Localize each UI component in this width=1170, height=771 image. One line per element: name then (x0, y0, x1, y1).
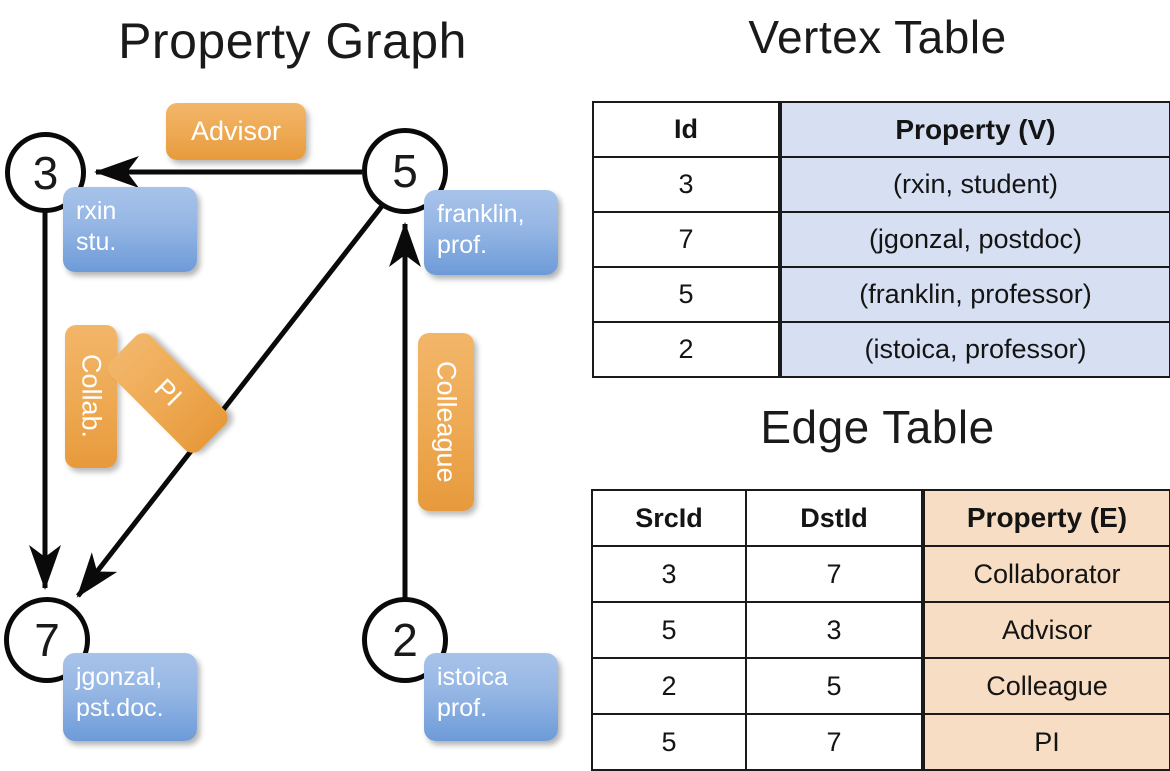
edge-table-col-dstid: DstId (745, 489, 924, 547)
vertex-cell-id: 5 (592, 266, 781, 323)
graph-node-2-label: 2 (392, 614, 418, 666)
page-title-vertex-table: Vertex Table (748, 11, 1007, 63)
graph-node-5[interactable]: 5 (362, 128, 448, 214)
page-title-edge-table: Edge Table (760, 401, 995, 453)
node-property-3-line2: stu. (76, 228, 117, 257)
vertex-table-header-row: Id Property (V) (592, 101, 1170, 158)
edge-cell-dst: 7 (745, 713, 924, 771)
edge-cell-src: 5 (591, 601, 747, 659)
vertex-cell-property: (rxin, student) (778, 156, 1170, 213)
node-property-box-7[interactable]: jgonzal, pst.doc. (63, 653, 197, 741)
edge-cell-property: Colleague (921, 657, 1170, 715)
table-row[interactable]: 7 (jgonzal, postdoc) (592, 211, 1170, 268)
vertex-cell-id: 7 (592, 211, 781, 268)
graph-node-3-label: 3 (32, 146, 59, 199)
edge-cell-src: 2 (591, 657, 747, 715)
edge-cell-dst: 5 (745, 657, 924, 715)
edge-table-col-property: Property (E) (921, 489, 1170, 547)
edge-cell-property: Collaborator (921, 545, 1170, 603)
edge-cell-dst: 3 (745, 601, 924, 659)
edge-cell-src: 5 (591, 713, 747, 771)
edge-label-pi-text: PI (148, 373, 188, 413)
table-row[interactable]: 2 (istoica, professor) (592, 321, 1170, 378)
table-row[interactable]: 5 7 PI (591, 713, 1170, 771)
vertex-cell-property: (jgonzal, postdoc) (778, 211, 1170, 268)
edge-label-collab-text: Collab. (76, 354, 107, 439)
edge-cell-dst: 7 (745, 545, 924, 603)
vertex-table-col-id: Id (592, 101, 781, 158)
node-property-5-line2: prof. (437, 231, 488, 260)
edge-label-colleague-text: Colleague (431, 361, 462, 483)
node-property-3-line1: rxin (76, 197, 117, 225)
node-property-box-5[interactable]: franklin, prof. (424, 190, 558, 275)
edge-line-pi (76, 204, 384, 598)
node-property-7-line2: pst.doc. (76, 694, 164, 723)
table-row[interactable]: 2 5 Colleague (591, 657, 1170, 715)
vertex-cell-id: 3 (592, 156, 781, 213)
vertex-table: Id Property (V) 3 (rxin, student) 7 (jgo… (592, 101, 1170, 378)
node-property-box-3[interactable]: rxin stu. (63, 187, 197, 272)
graph-node-2[interactable]: 2 (362, 597, 448, 683)
table-row[interactable]: 3 7 Collaborator (591, 545, 1170, 603)
edge-cell-property: PI (921, 713, 1170, 771)
vertex-cell-property: (franklin, professor) (778, 266, 1170, 323)
graph-node-7-label: 7 (34, 614, 60, 666)
edge-label-colleague[interactable]: Colleague (418, 333, 474, 511)
edge-cell-property: Advisor (921, 601, 1170, 659)
edge-cell-src: 3 (591, 545, 747, 603)
table-row[interactable]: 5 3 Advisor (591, 601, 1170, 659)
vertex-cell-property: (istoica, professor) (778, 321, 1170, 378)
node-property-5-line1: franklin, (437, 200, 525, 228)
table-row[interactable]: 5 (franklin, professor) (592, 266, 1170, 323)
vertex-cell-id: 2 (592, 321, 781, 378)
edge-label-advisor-text: Advisor (190, 116, 282, 146)
table-row[interactable]: 3 (rxin, student) (592, 156, 1170, 213)
node-property-2-line2: prof. (437, 694, 488, 723)
vertex-table-col-property: Property (V) (778, 101, 1170, 158)
edge-table-header-row: SrcId DstId Property (E) (591, 489, 1170, 547)
node-property-7-line1: jgonzal, (76, 663, 163, 691)
graph-node-5-label: 5 (392, 145, 418, 197)
graph-edge-lines (29, 156, 421, 598)
property-graph-diagram: 3 5 7 2 rxin stu. franklin, prof. jgonza… (0, 0, 585, 760)
edge-table-col-srcid: SrcId (591, 489, 747, 547)
edge-label-advisor[interactable]: Advisor (166, 103, 306, 160)
page-title-property-graph: Property Graph (118, 13, 467, 69)
edge-table: SrcId DstId Property (E) 3 7 Collaborato… (591, 489, 1170, 771)
edge-label-collab[interactable]: Collab. (65, 325, 117, 468)
node-property-box-2[interactable]: istoica prof. (424, 653, 558, 741)
node-property-2-line1: istoica (437, 663, 508, 691)
